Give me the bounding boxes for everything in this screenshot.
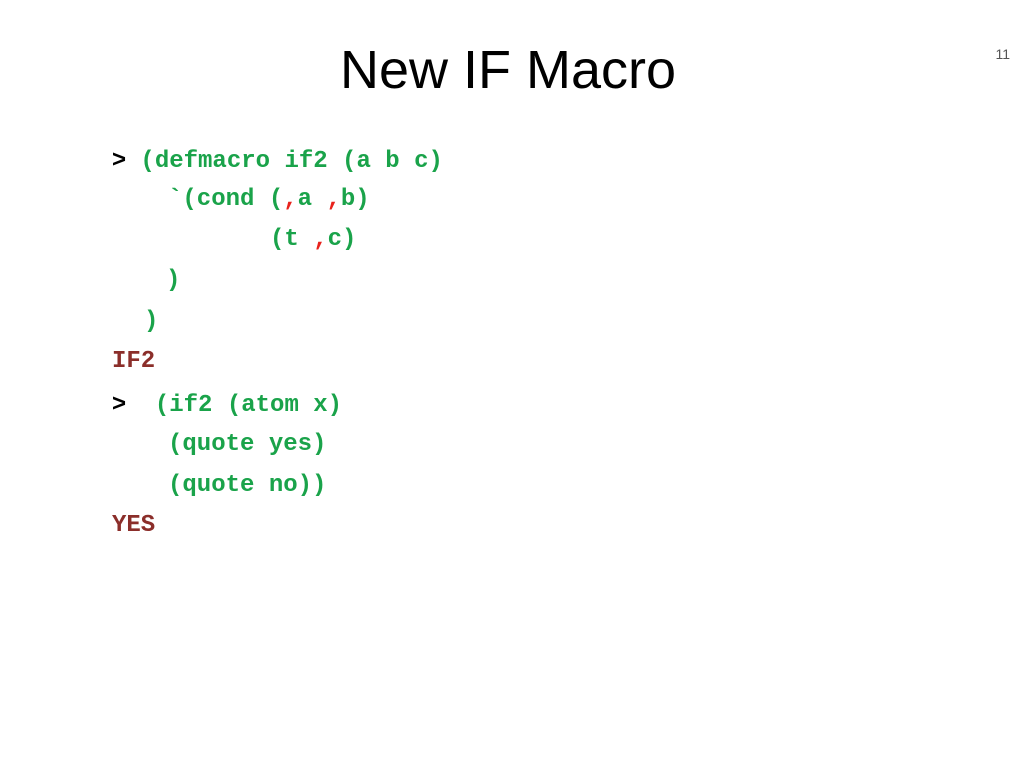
code-line-4: ) [166,267,181,294]
code-line-2: `(cond (,a ,b) [168,180,370,220]
code-text: `(cond ( [168,186,284,213]
prompt-symbol: > [112,146,127,173]
code-text: (t [270,226,314,253]
code-text: (defmacro if2 (a b c) [140,148,443,175]
prompt-symbol: > [112,390,127,417]
result-line-2: YES [112,512,156,539]
code-text: c) [327,226,357,253]
code-line-5: ) [144,308,159,335]
code-text: a [297,186,327,213]
result-line-1: IF2 [112,348,156,375]
code-line-8: (quote yes) [168,431,327,458]
code-line-1: > (defmacro if2 (a b c) [112,140,443,180]
code-line-3: (t ,c) [270,220,356,260]
slide-title: New IF Macro [339,40,677,100]
unquote-comma: , [283,186,298,213]
code-text: b) [340,186,370,213]
unquote-comma: , [326,186,341,213]
code-line-7: > (if2 (atom x) [112,384,342,424]
code-line-9: (quote no)) [168,472,327,499]
unquote-comma: , [313,226,328,253]
code-text: (if2 (atom x) [154,392,343,419]
page-number: 11 [995,46,1010,62]
